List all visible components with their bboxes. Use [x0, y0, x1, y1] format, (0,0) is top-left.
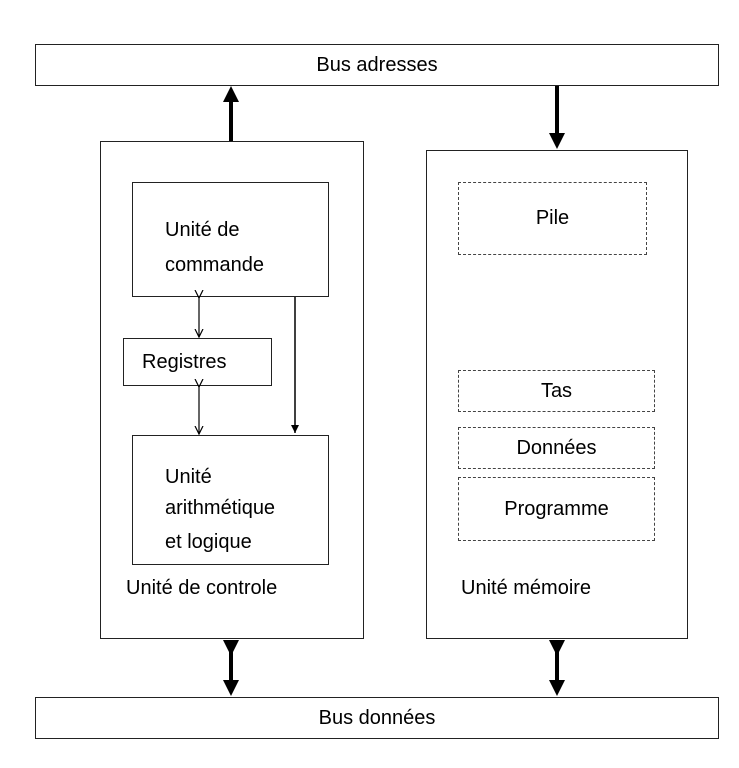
alu-label-line2: arithmétique [165, 497, 276, 519]
command-unit-label-line2: commande [165, 254, 264, 276]
alu-label-line1: Unité [165, 466, 212, 488]
program-label: Programme [504, 497, 609, 520]
data-bus-label: Bus données [318, 706, 436, 729]
data-bus: Bus données [35, 697, 719, 739]
command-unit-label-line1: Unité de [165, 219, 240, 241]
heap-segment: Tas [458, 370, 655, 412]
stack-label: Pile [535, 207, 570, 229]
alu-label-line3: et logique [165, 531, 252, 553]
alu [132, 435, 329, 565]
program-segment: Programme [458, 477, 655, 541]
data-label: Données [516, 436, 597, 459]
control-unit-title: Unité de controle [126, 577, 278, 599]
command-unit [132, 182, 329, 297]
heap-label: Tas [540, 379, 573, 402]
address-bus-label: Bus adresses [316, 53, 438, 76]
stack-segment: Pile [458, 182, 647, 255]
data-segment: Données [458, 427, 655, 469]
address-bus: Bus adresses [35, 44, 719, 86]
memory-unit-title: Unité mémoire [461, 577, 592, 599]
registers-label: Registres [142, 351, 227, 373]
